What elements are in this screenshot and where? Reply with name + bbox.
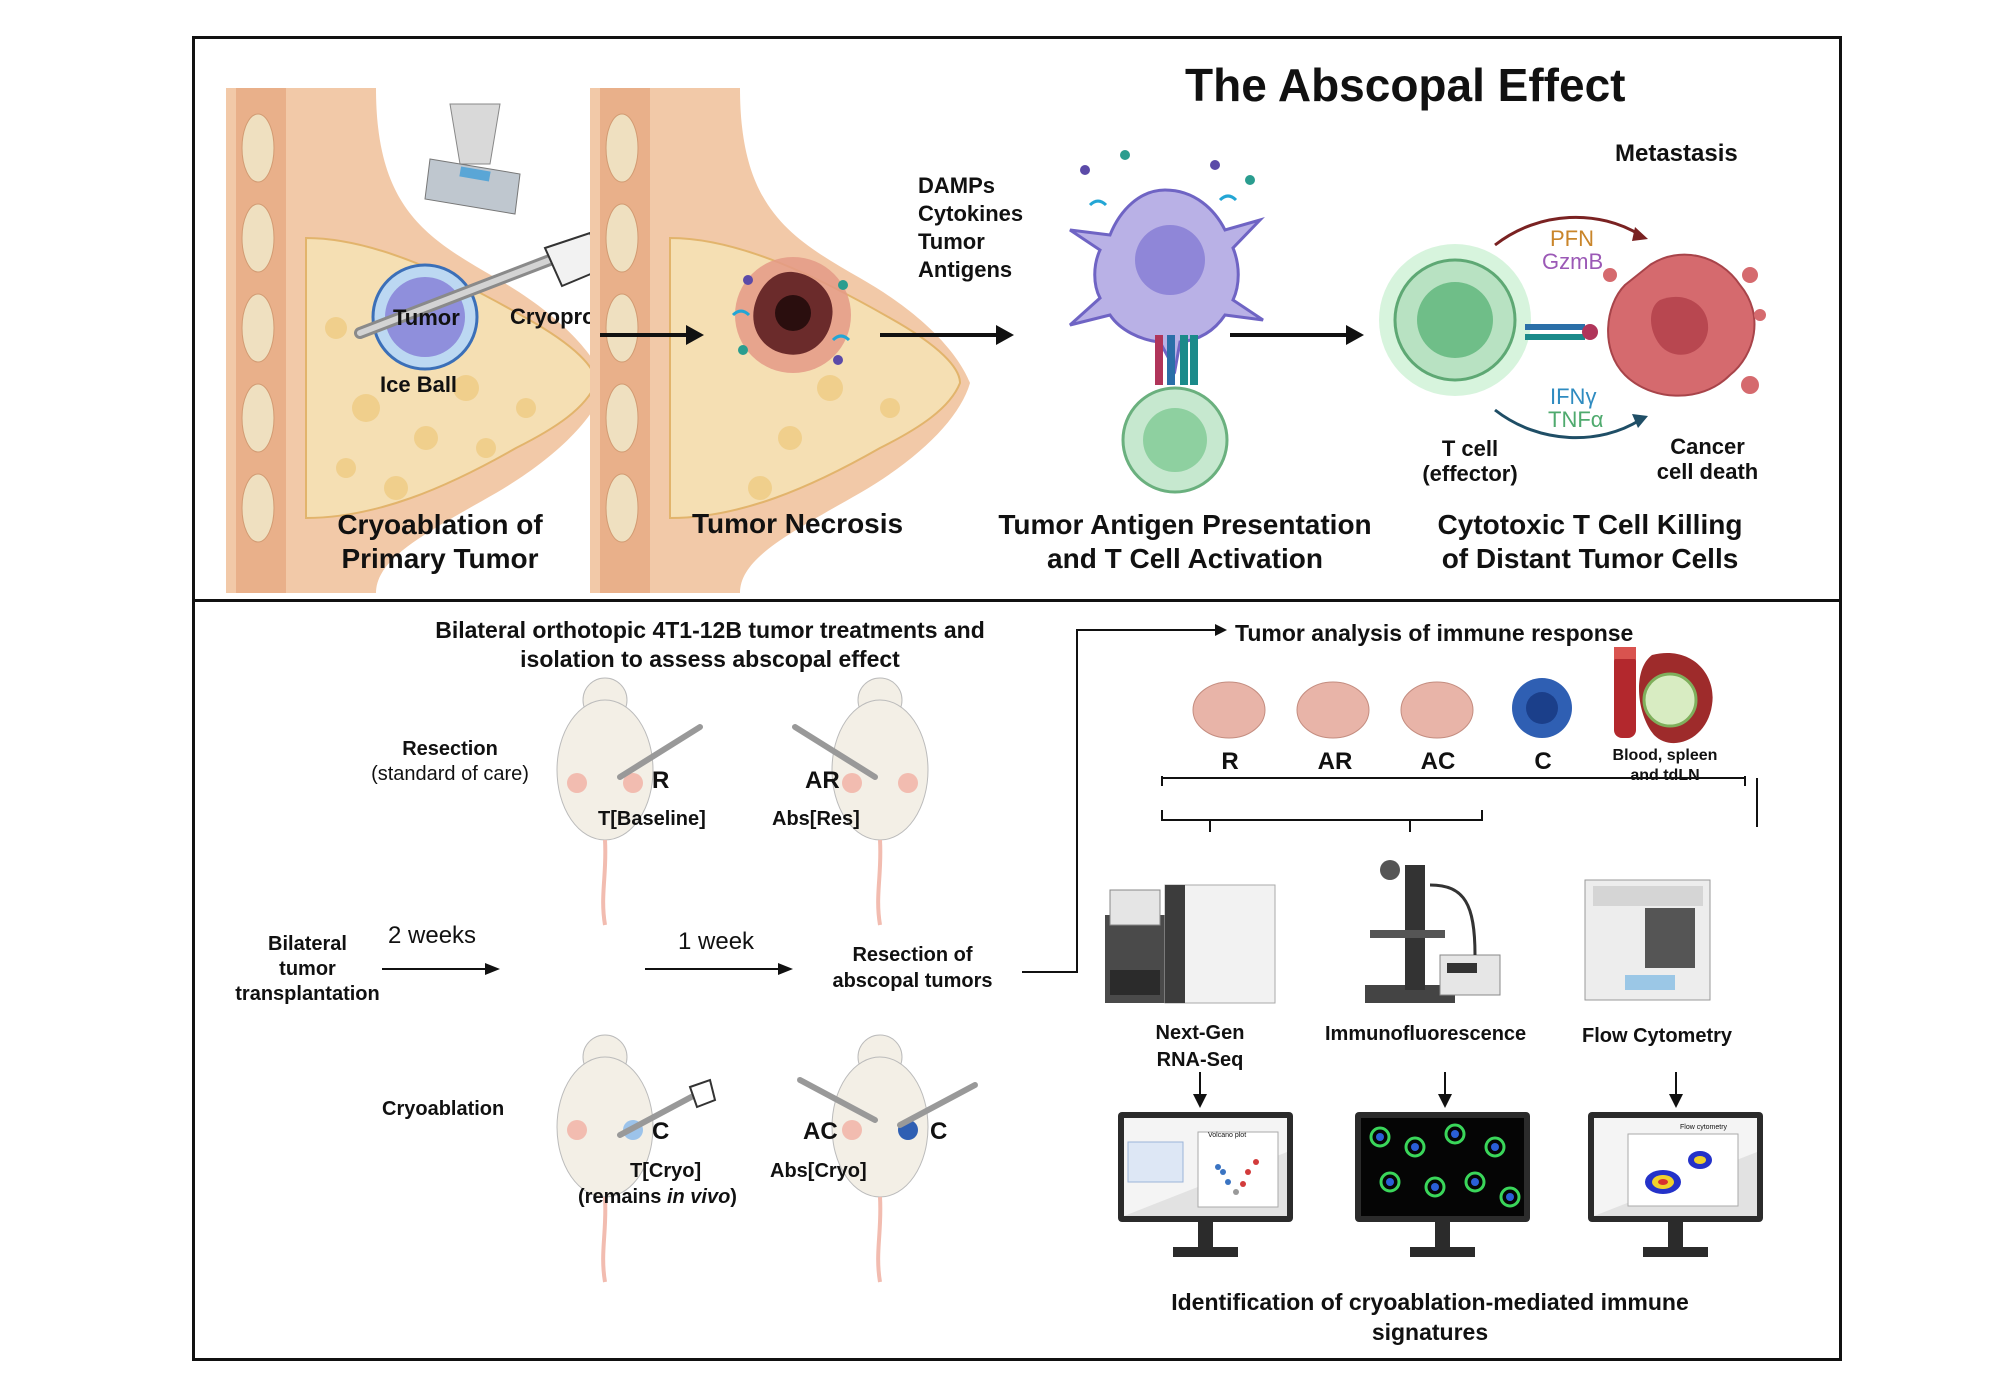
arrow-3 [1230, 325, 1364, 345]
mouse-R-label: R [652, 767, 670, 794]
mouse-R-sub: T[Baseline] [598, 808, 706, 830]
tcell-effector-label: T cell(effector) [1422, 436, 1518, 486]
flow-cytometer-icon [1584, 879, 1711, 1001]
necrotic-tumor-icon [731, 257, 851, 373]
stage2-caption: Tumor Necrosis [692, 508, 904, 539]
method-flow-label: Flow Cytometry [1582, 1025, 1733, 1047]
sequencer-icon [1105, 884, 1276, 1004]
tissue-AR-icon [1296, 681, 1370, 739]
arrow-1-week [645, 963, 793, 975]
ifng-tnfa-arrow [1494, 408, 1648, 440]
monitor-flow-plot [1588, 1112, 1763, 1257]
cryoprobe-C [617, 1078, 717, 1138]
one-week-label: 1 week [678, 928, 755, 955]
sample-R-label: R [1221, 748, 1239, 775]
down-arrow-2 [1438, 1072, 1452, 1108]
gzmb-label: GzmB [1542, 249, 1604, 274]
antigens-label: Antigens [918, 257, 1013, 282]
arrow-1 [600, 325, 704, 345]
tcr-synapse [1525, 324, 1598, 340]
ice-ball-label: Ice Ball [380, 372, 458, 397]
mouse-C-sub-1: T[Cryo] [630, 1160, 702, 1182]
mouse-R [556, 677, 654, 926]
cryoablation-label: Cryoablation [382, 1098, 505, 1120]
tcell-effector [1379, 244, 1531, 396]
tools-AC [797, 1077, 978, 1128]
mouse-AR [831, 677, 929, 926]
arrow-2-weeks [382, 963, 500, 975]
monitor-immunofluorescence [1355, 1112, 1530, 1257]
sample-AC-label: AC [1420, 748, 1456, 775]
monitor-volcano [1118, 1112, 1293, 1257]
down-arrow-1 [1193, 1072, 1207, 1108]
mouse-AR-label: AR [805, 767, 840, 794]
microscope-icon [1365, 860, 1501, 1003]
tissue-C-icon [1512, 678, 1572, 738]
volcano-title: Volcano plot [1208, 1132, 1247, 1139]
method-if-label: Immunofluorescence [1325, 1023, 1527, 1045]
scalpel-R [617, 724, 703, 780]
sample-AR-label: AR [1317, 748, 1353, 775]
page-title: The Abscopal Effect [1185, 59, 1626, 111]
cytokines-label: Cytokines [918, 201, 1024, 226]
cancer-cell-icon [1603, 253, 1766, 397]
experiment-heading: Bilateral orthotopic 4T1-12B tumor treat… [435, 617, 985, 672]
sample-C-label: C [1534, 748, 1552, 775]
tnfa-label: TNFα [1548, 407, 1604, 432]
resection-label: Resection [402, 738, 498, 760]
conclusion-label: Identification of cryoablation-mediated … [1171, 1289, 1689, 1345]
connector-to-analysis [1022, 624, 1227, 973]
mouse-C-label: C [652, 1118, 670, 1145]
arrow-2 [880, 325, 1014, 345]
metastasis-label: Metastasis [1615, 140, 1738, 167]
tumor-label: Tumor [393, 305, 460, 330]
ifng-label: IFNγ [1550, 384, 1597, 409]
down-arrow-3 [1669, 1072, 1683, 1108]
pfn-gzmb-arrow [1494, 215, 1648, 247]
analysis-title: Tumor analysis of immune response [1235, 620, 1634, 646]
tumor-label-2: Tumor [918, 229, 985, 254]
tissue-AC-icon [1400, 681, 1474, 739]
scalpel-AR [792, 724, 878, 780]
cryoprobe-icon [354, 231, 607, 339]
mouse-AC-C-label: C [930, 1118, 948, 1145]
pfn-label: PFN [1550, 226, 1594, 251]
dendritic-cell-and-tcell [1068, 150, 1265, 494]
resection-sub-label: (standard of care) [371, 763, 529, 785]
mouse-C [556, 1034, 654, 1283]
damps-label: DAMPs [918, 173, 996, 198]
tissue-R-icon [1192, 681, 1266, 739]
ultrasound-probe-icon [424, 103, 521, 215]
mouse-AR-sub: Abs[Res] [772, 808, 860, 830]
bottom-panel [192, 599, 1842, 1361]
mouse-AC-label: AC [803, 1118, 838, 1145]
mouse-AC-sub: Abs[Cryo] [770, 1160, 867, 1182]
blood-spleen-icon [1614, 647, 1713, 744]
mouse-C-sub-2: (remains in vivo) [578, 1186, 737, 1208]
sample-bracket-lines [1161, 776, 1758, 832]
release-factors: DAMPs Cytokines Tumor Antigens [918, 172, 1023, 284]
flow-plot-title: Flow cytometry [1680, 1124, 1728, 1131]
two-weeks-label: 2 weeks [388, 922, 477, 949]
